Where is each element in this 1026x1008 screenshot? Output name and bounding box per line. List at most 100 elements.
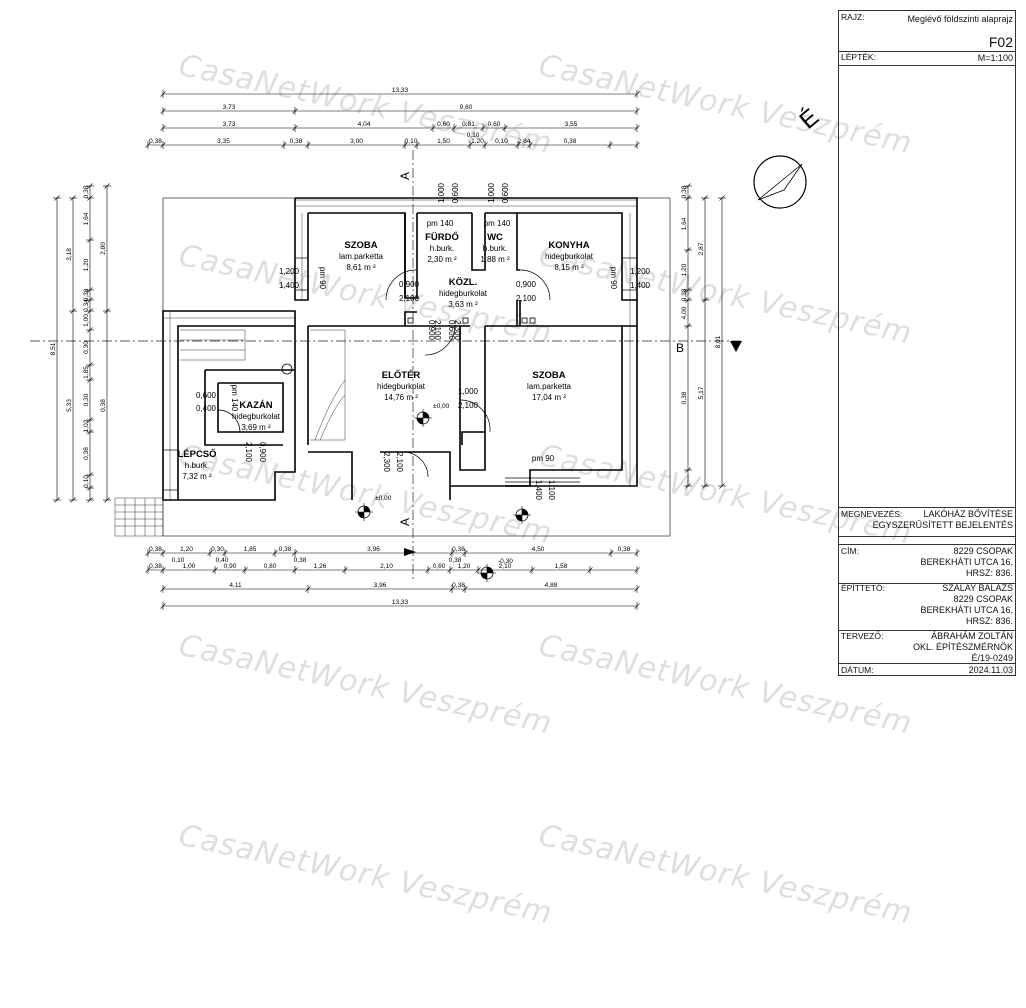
dimension-value: 2,84 [518,138,531,145]
dimension-value: 3,35 [217,138,230,145]
dimension-value: 2,10 [499,563,512,570]
dimension-value: 0,90 [224,563,237,570]
dimension-value: 1,20 [180,546,193,553]
dimension-value: 2,87 [698,242,705,255]
project-line-2: EGYSZERŰSÍTETT BEJELENTÉS [872,520,1013,530]
room-name: KÖZL. [449,277,478,288]
dimension-value: 0,38 [279,546,292,553]
dimension-value: 0,38 [294,557,307,564]
address-line: 8229 CSOPAK [953,546,1013,556]
dimension-value: 0,38 [290,138,303,145]
room-floor: hidegburkolat [232,412,281,421]
dimension-value: 4,88 [545,582,558,589]
dimension-value: 0,34 [83,299,90,312]
room-floor: hidegburkolat [545,252,594,261]
chimney-symbol [281,363,293,375]
room-floor: h.burk. [430,244,454,253]
room-name: WC [487,232,503,243]
dimension-value: 0,38 [83,288,90,301]
client-line: HRSZ: 836. [965,616,1013,626]
room-floor: h.burk. [483,244,507,253]
dimension-value: 1,00 [183,563,196,570]
dimension-value: 13,33 [392,599,409,606]
room-area: 1,88 m ² [480,255,510,264]
level-label: ±0,00 [433,403,450,410]
dimension-value: 0,10 [495,138,508,145]
title-row-drawing: RAJZ: Meglévő földszinti alaprajz F02 [839,11,1015,52]
opening-size: 1,100 [547,480,556,501]
title-row-project: MEGNEVEZÉS: LAKÓHÁZ BŐVÍTÉSE EGYSZERŰSÍT… [839,507,1015,537]
dimension-value: 0,38 [618,546,631,553]
room-area: 3,63 m ² [448,300,478,309]
dimension-value: 3,73 [223,104,236,111]
room-floor: hidegburkolat [439,289,488,298]
windows [163,257,637,491]
section-marker-b: B [676,341,684,355]
opening-size: 0,900 [427,320,436,341]
address-label: CÍM: [841,546,859,556]
dimension-value: 0,80 [264,563,277,570]
dimension-value: 3,00 [350,138,363,145]
dimension-value: 1,64 [681,217,688,230]
wall-hatch [163,199,637,500]
room-name: KONYHA [548,240,589,251]
opening-size: 1,000 [487,182,496,203]
opening-size: 0,600 [447,320,456,341]
room-name: KAZÁN [239,400,272,411]
dimension-value: 8,51 [50,342,57,355]
date-label: DÁTUM: [841,665,874,675]
dimension-value: 4,50 [532,546,545,553]
title-row-address: CÍM: 8229 CSOPAK BEREKHÁTI UTCA 16. HRSZ… [839,544,1015,584]
opening-size: pm 140 [230,385,239,412]
dimension-value: 1,26 [314,563,327,570]
opening-size: 0,900 [258,442,267,463]
opening-size: 2,100 [395,452,404,473]
dimension-value: 1,20 [458,563,471,570]
opening-size: 1,400 [534,480,543,501]
dimension-value: 13,33 [392,87,409,94]
room-name: LÉPCSŐ [177,448,216,460]
stairs [114,329,346,537]
dimension-value: 4,00 [681,306,688,319]
room-floor: lam.parketta [339,252,384,261]
room-area: 17,04 m ² [532,393,566,402]
dimension-value: 3,96 [367,546,380,553]
dimension-value: 3,73 [223,121,236,128]
opening-size: pm 90 [318,267,327,290]
dimension-value: 1,64 [83,212,90,225]
dimension-value: 0,38 [681,391,688,404]
level-label: -0,30 [498,558,513,565]
room-area: 2,30 m ² [427,255,457,264]
dimension-value: 1,50 [437,138,450,145]
project-label: MEGNEVEZÉS: [841,509,903,519]
dimension-value: 0,30 [211,546,224,553]
level-label: ±0,00 [375,495,392,502]
drawing-title: Meglévő földszinti alaprajz [907,14,1013,24]
dimension-value: 5,33 [66,399,73,412]
title-block: RAJZ: Meglévő földszinti alaprajz F02 LÉ… [838,10,1016,676]
dimension-value: 1,02 [83,419,90,432]
client-line: SZALAY BALÁZS [942,583,1013,593]
opening-size: 2,300 [453,320,462,341]
designer-line: É/19-0249 [971,653,1013,663]
dimension-value: 1,85 [83,366,90,379]
room-name: SZOBA [532,370,565,381]
opening-size: 0,400 [196,404,217,413]
dimension-value: 4,04 [358,121,371,128]
section-arrow-a [404,548,416,556]
title-row-date: DÁTUM: 2024.11.03 [839,663,1015,677]
designer-line: ÁBRAHÁM ZOLTÁN [931,631,1013,641]
room-name: SZOBA [344,240,377,251]
room-name: ELŐTÉR [382,369,421,381]
dimension-value: 0,10 [405,138,418,145]
opening-size: 2,100 [399,294,420,303]
project-line-1: LAKÓHÁZ BŐVÍTÉSE [923,509,1013,519]
dimension-value: 8,01 [715,335,722,348]
room-floor: h.burk. [185,461,209,470]
opening-size: 2,300 [382,452,391,473]
opening-size: 2,100 [458,401,479,410]
opening-size: 0,900 [516,280,537,289]
room-area: 8,15 m ² [554,263,584,272]
